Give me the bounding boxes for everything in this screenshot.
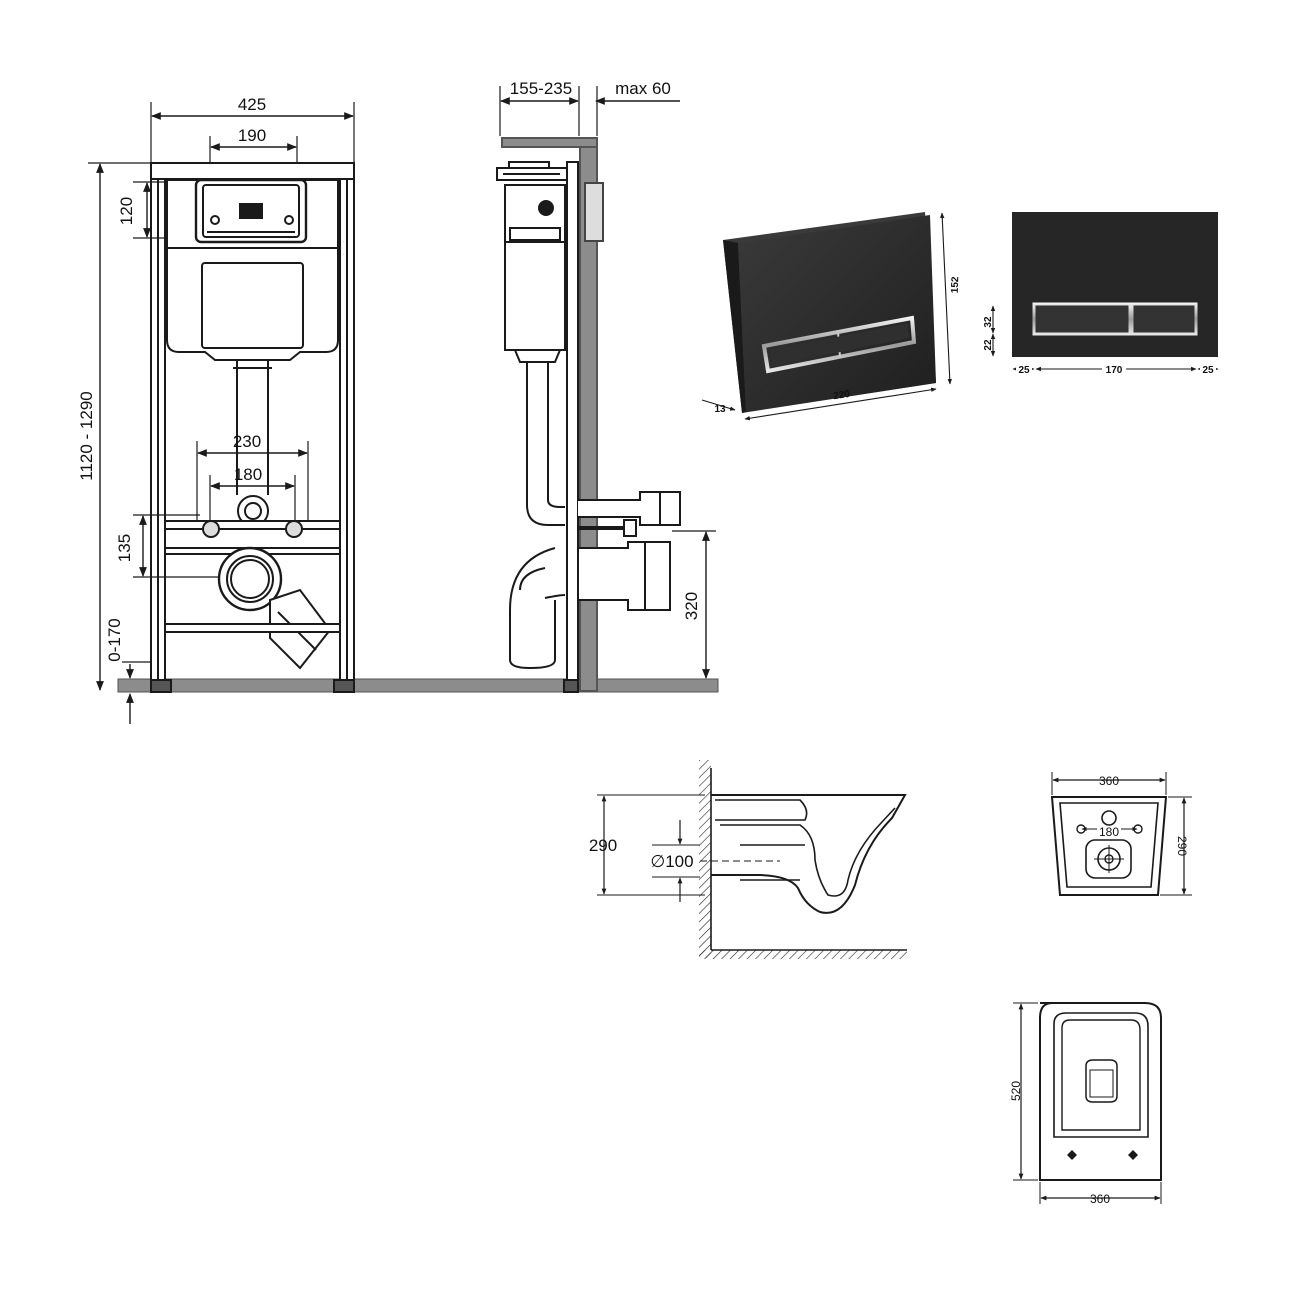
label-pin-height: 135: [115, 534, 134, 562]
dim-frame-width: 425: [150, 95, 355, 162]
dim-bowl-pin-spacing: 180: [1081, 825, 1138, 839]
dim-plate-front-width: 25 170 25: [1012, 363, 1219, 376]
label-wall-max: max 60: [615, 79, 671, 98]
label-frame-height: 1120 - 1290: [77, 391, 96, 480]
label-margin-right: 25: [1202, 365, 1214, 376]
label-plate-height: 152: [950, 276, 962, 293]
label-margin-left: 25: [1018, 365, 1030, 376]
dim-bowl-back-height: 290: [1160, 796, 1192, 896]
dim-plate-thickness: 13: [701, 399, 736, 415]
dim-pin-height: 135: [115, 514, 220, 578]
dim-button-width: 190: [209, 126, 298, 162]
label-pin-inner: 180: [234, 465, 262, 484]
dim-outlet-height: 320: [672, 530, 716, 679]
dim-bowl-side-height: 290: [589, 794, 705, 896]
label-bowl-side-height: 290: [589, 836, 617, 855]
frame-side-view: [496, 137, 681, 693]
label-outlet-height: 320: [682, 592, 701, 620]
dim-outlet-diameter: ∅100: [650, 820, 700, 902]
bowl-back-view: [1050, 796, 1168, 896]
dim-frame-height: 1120 - 1290: [77, 162, 150, 691]
label-bowl-pin-spacing: 180: [1099, 825, 1119, 839]
label-frame-depth: 155-235: [510, 79, 572, 98]
label-pin-outer: 230: [233, 432, 261, 451]
frame-front-view: [150, 162, 355, 693]
label-button-height: 120: [117, 197, 136, 225]
label-bowl-top-width: 360: [1090, 1192, 1110, 1206]
floor-line: [117, 678, 719, 693]
label-leg-height: 0-170: [105, 618, 124, 661]
label-bowl-back-height: 290: [1175, 836, 1189, 856]
label-button-width: 190: [238, 126, 266, 145]
dim-frame-depth: 155-235: [499, 79, 580, 136]
dim-plate-height: 152: [940, 212, 962, 385]
label-plate-width: 220: [833, 389, 852, 403]
label-plate-thickness: 13: [714, 404, 726, 415]
dim-bowl-top-width: 360: [1039, 1182, 1162, 1206]
dim-plate-width: 220: [744, 387, 937, 421]
dim-pin-inner: 180: [209, 465, 296, 520]
label-btn-b: 22: [983, 339, 994, 351]
dim-wall-max: max 60: [595, 79, 680, 136]
label-btn-a: 32: [983, 316, 994, 328]
flush-plate-perspective: [723, 212, 936, 413]
dim-bowl-back-width: 360: [1051, 772, 1167, 795]
dim-button-height: 120: [117, 181, 166, 239]
label-bowl-back-width: 360: [1099, 774, 1119, 788]
label-frame-width: 425: [238, 95, 266, 114]
dim-leg-height: 0-170: [105, 618, 150, 724]
label-outlet-diameter: ∅100: [650, 852, 693, 871]
dim-bowl-top-length: 520: [1009, 1002, 1038, 1181]
label-bowl-top-length: 520: [1009, 1081, 1023, 1101]
bowl-top-view: [1039, 1002, 1162, 1181]
dim-pin-outer: 230: [196, 432, 309, 520]
bowl-side-section: [699, 760, 907, 959]
label-button-span: 170: [1106, 365, 1123, 376]
flush-plate-front: [1012, 212, 1218, 357]
dim-btn-b: 22: [983, 333, 996, 357]
dim-btn-a: 32: [983, 305, 996, 334]
